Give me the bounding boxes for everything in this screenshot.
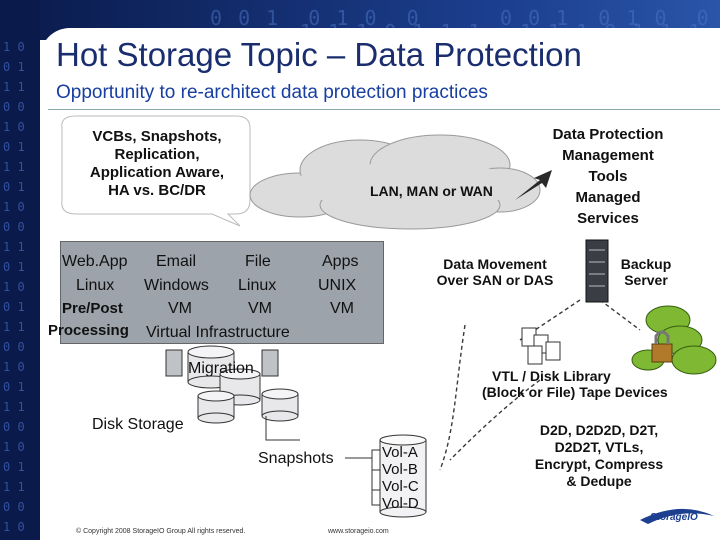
- backup-server-text: Backup Server: [608, 256, 684, 288]
- callout-line: Replication,: [114, 146, 200, 163]
- backup-line: Server: [624, 272, 668, 288]
- vm-file-label: File: [245, 253, 271, 270]
- virtual-infrastructure-label: Virtual Infrastructure: [146, 324, 290, 341]
- vtl-text: VTL / Disk Library (Block or File) Tape …: [460, 368, 720, 400]
- vm-file-vm: VM: [248, 300, 272, 317]
- callout-line: HA vs. BC/DR: [108, 182, 206, 199]
- title-rule: [48, 109, 720, 110]
- data-movement-text: Data Movement Over SAN or DAS: [420, 256, 570, 288]
- volume-label: Vol-C: [382, 478, 419, 495]
- vtl-line: VTL / Disk Library: [492, 368, 611, 384]
- vm-email-os: Windows: [144, 277, 209, 294]
- management-line: Managed: [575, 189, 641, 206]
- vm-apps-vm: VM: [330, 300, 354, 317]
- d2d-text: D2D, D2D2D, D2T, D2D2T, VTLs, Encrypt, C…: [504, 422, 694, 490]
- lock-icon: [651, 330, 673, 363]
- volume-label: Vol-B: [382, 461, 418, 478]
- d2d-line: Encrypt, Compress: [534, 456, 664, 472]
- management-text: Data Protection Management Tools Managed…: [528, 124, 688, 229]
- vm-webapp-os: Linux: [76, 277, 115, 294]
- logo-swoosh: [640, 508, 714, 524]
- disk-storage-label: Disk Storage: [92, 416, 184, 433]
- vm-file-os: Linux: [238, 277, 277, 294]
- management-line: Management: [562, 147, 654, 164]
- management-line: Services: [577, 210, 639, 227]
- volume-stack: [379, 434, 427, 518]
- backup-server: [585, 239, 609, 303]
- snapshots-label: Snapshots: [258, 450, 334, 467]
- volume-label: Vol-D: [382, 495, 419, 512]
- vm-email-vm: VM: [168, 300, 192, 317]
- migration-label: Migration: [188, 360, 254, 377]
- migration-server-right: [261, 349, 279, 377]
- vtl-line: (Block or File) Tape Devices: [482, 384, 668, 400]
- management-line: Data Protection: [552, 126, 664, 143]
- d2d-line: & Dedupe: [566, 473, 632, 489]
- vm-apps-label: Apps: [322, 253, 359, 270]
- volume-list: Vol-A Vol-B Vol-C Vol-D: [382, 444, 419, 512]
- management-line: Tools: [588, 168, 628, 185]
- slide-subtitle: Opportunity to re-architect data protect…: [56, 82, 488, 103]
- migration-server-left: [165, 349, 183, 377]
- copyright-footer: © Copyright 2008 StorageIO Group All rig…: [76, 528, 246, 535]
- processing-label: Processing: [48, 322, 129, 339]
- d2d-line: D2D, D2D2D, D2T,: [539, 422, 659, 438]
- data-movement-line: Over SAN or DAS: [436, 272, 554, 288]
- vm-webapp-label: Web.App: [62, 253, 128, 270]
- virtual-infrastructure-box: [60, 241, 384, 344]
- management-arrow: [515, 170, 552, 200]
- storage-cylinders: [187, 345, 299, 424]
- tape-devices: [631, 305, 717, 375]
- title-area: [40, 28, 720, 108]
- storageio-logo: StorageIO: [650, 512, 698, 523]
- data-movement-line: Data Movement: [443, 256, 547, 272]
- prepost-label: Pre/Post: [62, 300, 123, 317]
- slide-title: Hot Storage Topic – Data Protection: [56, 36, 582, 73]
- callout-line: VCBs, Snapshots,: [92, 128, 222, 145]
- website-footer[interactable]: www.storageio.com: [328, 528, 389, 535]
- callout-line: Application Aware,: [89, 164, 225, 181]
- callout-text: VCBs, Snapshots, Replication, Applicatio…: [62, 128, 252, 200]
- volume-label: Vol-A: [382, 444, 418, 461]
- backup-line: Backup: [620, 256, 672, 272]
- vm-apps-os: UNIX: [318, 277, 357, 294]
- tape-library: [521, 327, 561, 365]
- callout-bubble: [61, 115, 251, 227]
- network-label: LAN, MAN or WAN: [370, 183, 493, 199]
- d2d-line: D2D2T, VTLs,: [554, 439, 644, 455]
- vm-email-label: Email: [156, 253, 197, 270]
